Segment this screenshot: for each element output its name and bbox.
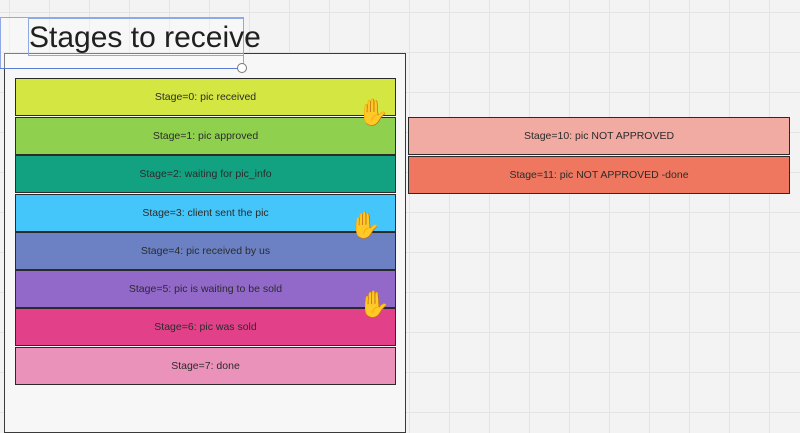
sticky-stage-4[interactable]: Stage=4: pic received by us (15, 232, 396, 270)
sticky-stage-0[interactable]: Stage=0: pic received (15, 78, 396, 116)
stage-label: Stage=6: pic was sold (154, 321, 257, 333)
stage-label: Stage=1: pic approved (152, 130, 259, 142)
sticky-stage-3[interactable]: Stage=3: client sent the pic (15, 194, 396, 232)
raised-hand-icon: ✋ (357, 98, 390, 128)
stage-label: Stage=7: done (171, 360, 240, 372)
raised-hand-icon: ✋ (349, 211, 382, 241)
sticky-stage-6[interactable]: Stage=6: pic was sold (15, 308, 396, 346)
sticky-stage-7[interactable]: Stage=7: done (15, 347, 396, 385)
stage-label: Stage=2: waiting for pic_info (139, 168, 272, 180)
sticky-stage-2[interactable]: Stage=2: waiting for pic_info (15, 155, 396, 193)
resize-handle[interactable] (237, 63, 247, 73)
board-title[interactable]: Stages to receive (29, 21, 261, 54)
stage-label: Stage=0: pic received (154, 91, 257, 103)
sticky-stage-10[interactable]: Stage=10: pic NOT APPROVED (408, 117, 790, 155)
sticky-stage-5[interactable]: Stage=5: pic is waiting to be sold (15, 270, 396, 308)
stage-label: Stage=10: pic NOT APPROVED (523, 130, 675, 142)
raised-hand-icon: ✋ (358, 290, 391, 320)
selection-line (0, 68, 237, 69)
stage-label: Stage=5: pic is waiting to be sold (128, 283, 283, 295)
title-selection-box (0, 17, 244, 69)
stage-label: Stage=4: pic received by us (140, 245, 271, 257)
sticky-stage-11[interactable]: Stage=11: pic NOT APPROVED -done (408, 156, 790, 194)
stage-label: Stage=3: client sent the pic (142, 207, 269, 219)
stage-label: Stage=11: pic NOT APPROVED -done (509, 169, 689, 181)
sticky-stage-1[interactable]: Stage=1: pic approved (15, 117, 396, 155)
title-textbox-outline[interactable] (28, 18, 244, 56)
